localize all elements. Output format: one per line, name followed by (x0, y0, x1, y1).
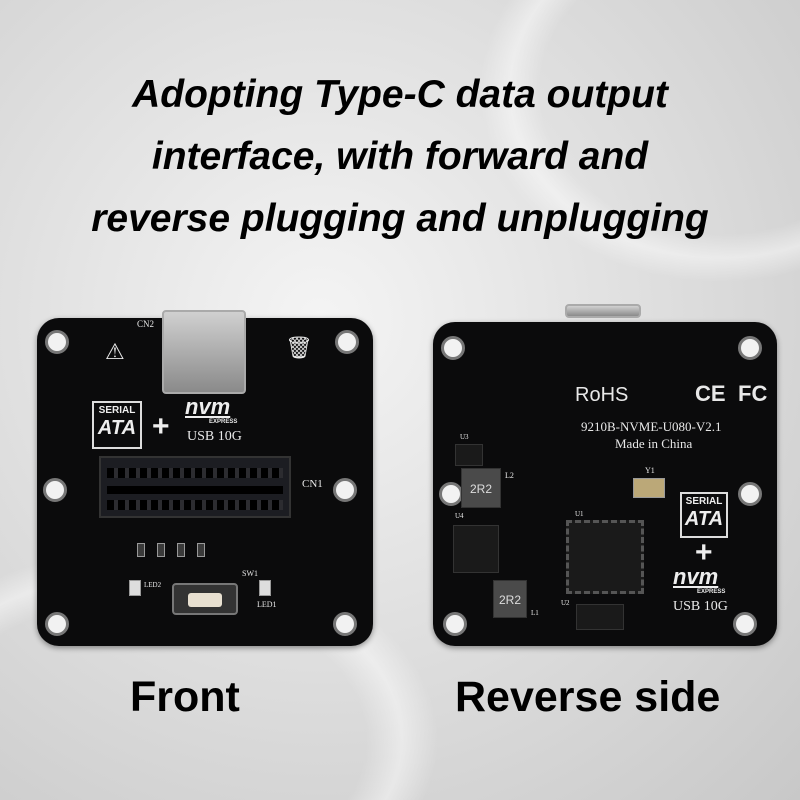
y1-label: Y1 (645, 466, 655, 475)
mounting-hole (738, 336, 762, 360)
u1-controller-chip (566, 520, 644, 594)
sw1-push-button (172, 583, 238, 615)
u1-label: U1 (575, 510, 584, 518)
mounting-hole (439, 482, 463, 506)
sata-logo-top: SERIAL (98, 405, 136, 416)
u2-label: U2 (561, 599, 570, 607)
back-board: RoHS CE FC 9210B-NVME-U080-V2.1 Made in … (433, 304, 777, 646)
headline-line: Adopting Type-C data output (132, 73, 668, 116)
esd-warning-icon: ⚠ (105, 339, 125, 364)
plus-sign: + (695, 536, 713, 569)
mounting-hole (335, 330, 359, 354)
plus-sign: + (152, 410, 170, 443)
sata-logo-main: ATA (684, 508, 724, 530)
l2-label: L2 (505, 471, 514, 480)
mounting-hole (733, 612, 757, 636)
fcc-mark: FC (738, 381, 768, 406)
made-in-china: Made in China (615, 436, 693, 451)
u2-chip (576, 604, 624, 630)
led1 (259, 580, 271, 596)
smd-component (197, 543, 205, 557)
led2 (129, 580, 141, 596)
usb-10g-label: USB 10G (187, 429, 242, 444)
y1-crystal (633, 478, 665, 498)
model-number: 9210B-NVME-U080-V2.1 (581, 419, 722, 434)
headline: Adopting Type-C data output interface, w… (0, 64, 800, 250)
sw1-label: SW1 (242, 569, 258, 578)
led2-label: LED2 (144, 581, 162, 589)
mounting-hole (738, 482, 762, 506)
u3-chip (455, 444, 483, 466)
front-caption: Front (130, 673, 240, 721)
mounting-hole (45, 612, 69, 636)
u4-label: U4 (455, 512, 464, 520)
mounting-hole (45, 330, 69, 354)
nvm-express-logo: nvm (673, 564, 719, 589)
nvm-express-sub: EXPRESS (209, 419, 238, 425)
ce-mark: CE (695, 381, 726, 406)
usb-10g-label: USB 10G (673, 599, 728, 614)
inductor-l2: 2R2 (461, 468, 501, 508)
rohs-mark: RoHS (575, 384, 629, 406)
usb-type-c-port-edge (565, 304, 641, 318)
mounting-hole (333, 478, 357, 502)
smd-component (157, 543, 165, 557)
smd-component (137, 543, 145, 557)
cn2-label: CN2 (137, 319, 155, 329)
cn1-label: CN1 (302, 478, 323, 490)
mounting-hole (333, 612, 357, 636)
sata-logo-top: SERIAL (685, 496, 723, 507)
u3-label: U3 (460, 433, 469, 441)
inductor-l1: 2R2 (493, 580, 527, 618)
led1-label: LED1 (257, 600, 277, 609)
usb-type-c-port (162, 310, 246, 394)
sata-logo-main: ATA (97, 417, 137, 439)
mounting-hole (43, 478, 67, 502)
u4-chip (453, 525, 499, 573)
weee-bin-icon: 🗑 (285, 335, 313, 360)
nvm-express-sub: EXPRESS (697, 589, 726, 595)
m2-slot-connector (99, 456, 291, 518)
mounting-hole (441, 336, 465, 360)
headline-line: reverse plugging and unplugging (91, 197, 709, 240)
reverse-caption: Reverse side (455, 673, 721, 721)
smd-component (177, 543, 185, 557)
l1-label: L1 (531, 609, 539, 617)
headline-line: interface, with forward and (151, 135, 649, 178)
nvm-express-logo: nvm (185, 394, 231, 419)
mounting-hole (443, 612, 467, 636)
